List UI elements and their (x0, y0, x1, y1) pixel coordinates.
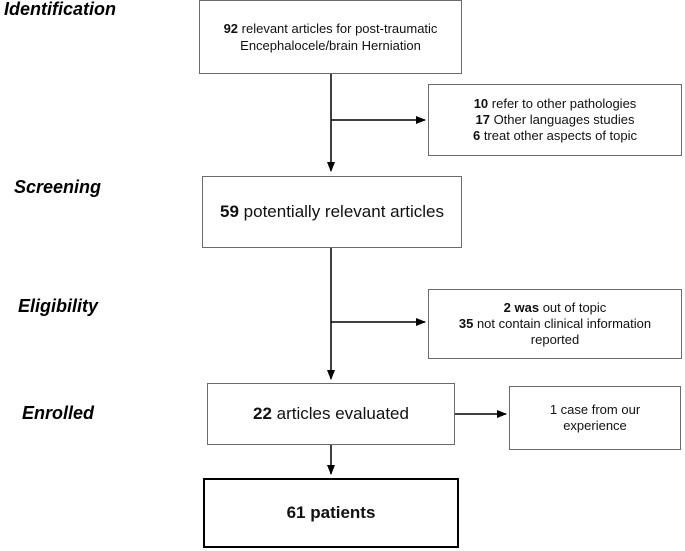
eligibility-line-1: 2 was out of topic (504, 300, 607, 316)
identified-count: 92 (223, 21, 239, 36)
exclusion-line-1: 10 refer to other pathologies (474, 96, 637, 112)
eligibility-text-3: reported (530, 332, 580, 347)
own-case-text-1: 1 case from our (549, 402, 641, 417)
stage-label-eligibility: Eligibility (18, 296, 99, 316)
exclusion-text-2: Other languages studies (489, 112, 635, 127)
box-evaluated-articles: 22 articles evaluated (207, 383, 455, 445)
screened-text: potentially relevant articles (238, 202, 444, 221)
box-eligibility-exclusions: 2 was out of topic 35 not contain clinic… (428, 289, 682, 359)
identified-text-1: relevant articles for post-traumatic (238, 21, 438, 36)
eligibility-line-2: 35 not contain clinical information (459, 316, 651, 332)
identified-text-2: Encephalocele/brain Herniation (240, 38, 421, 53)
evaluated-line: 22 articles evaluated (253, 404, 409, 424)
eligibility-bold-1: was (510, 300, 540, 315)
box-screened-articles: 59 potentially relevant articles (202, 176, 462, 248)
exclusion-text-3: treat other aspects of topic (480, 128, 638, 143)
final-text: 61 patients (286, 503, 376, 522)
eligibility-count-1: 2 (503, 300, 511, 315)
identified-line-1: 92 relevant articles for post-traumatic (224, 20, 438, 37)
evaluated-text: articles evaluated (271, 404, 409, 423)
stage-label-identification: Identification (4, 0, 116, 19)
eligibility-text-2: not contain clinical information (473, 316, 652, 331)
screened-count: 59 (220, 202, 239, 221)
exclusion-line-3: 6 treat other aspects of topic (473, 128, 637, 144)
eligibility-text-1: out of topic (539, 300, 607, 315)
exclusion-count-2: 17 (475, 112, 490, 127)
box-final-patients: 61 patients (203, 478, 459, 548)
box-own-case: 1 case from our experience (509, 386, 681, 450)
stage-label-screening: Screening (14, 177, 102, 197)
eligibility-count-2: 35 (458, 316, 474, 331)
evaluated-count: 22 (253, 404, 272, 423)
box-identified-articles: 92 relevant articles for post-traumatic … (199, 0, 462, 74)
exclusion-line-2: 17 Other languages studies (475, 112, 634, 128)
exclusion-count-1: 10 (473, 96, 489, 111)
screened-line: 59 potentially relevant articles (220, 202, 444, 222)
exclusion-text-1: refer to other pathologies (488, 96, 637, 111)
box-identification-exclusions: 10 refer to other pathologies 17 Other l… (428, 84, 682, 156)
own-case-text-2: experience (563, 418, 627, 433)
exclusion-count-3: 6 (472, 128, 481, 143)
stage-label-enrolled: Enrolled (22, 403, 95, 423)
